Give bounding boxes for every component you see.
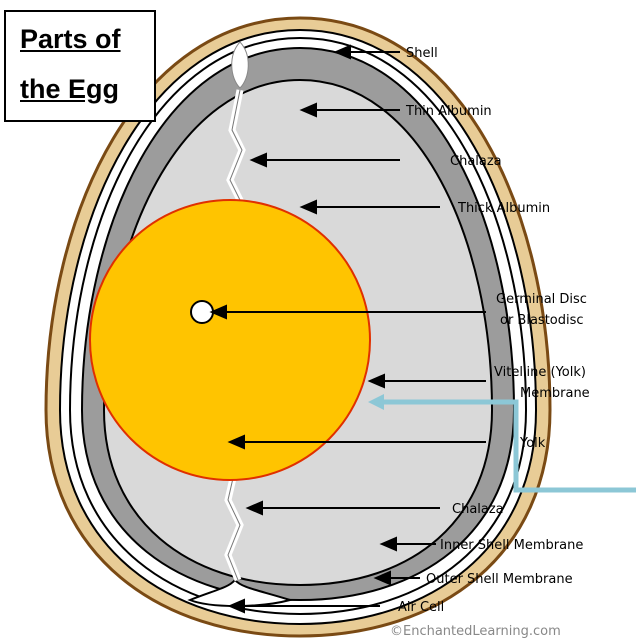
label-chalaza-top: Chalaza — [450, 154, 502, 169]
label-air-cell: Air Cell — [398, 600, 444, 615]
label-germinal-1: Germinal Disc — [496, 292, 587, 307]
label-vitelline-2: Membrane — [520, 386, 590, 401]
label-yolk: Yolk — [519, 436, 546, 451]
label-outer-membrane: Outer Shell Membrane — [426, 572, 573, 587]
label-germinal-2: or Blastodisc — [500, 313, 584, 328]
label-thin-albumin: Thin Albumin — [405, 104, 492, 119]
label-shell: Shell — [406, 46, 438, 61]
label-thick-albumin: Thick Albumin — [457, 201, 550, 216]
label-chalaza-bottom: Chalaza — [452, 502, 504, 517]
title-line-2: the Egg — [20, 74, 119, 105]
label-inner-membrane: Inner Shell Membrane — [440, 538, 583, 553]
title-line-1: Parts of — [20, 24, 121, 55]
credit-text: ©EnchantedLearning.com — [390, 624, 561, 639]
yolk — [90, 200, 370, 480]
label-vitelline-1: Vitelline (Yolk) — [494, 365, 586, 380]
title-box: Parts of the Egg — [4, 10, 156, 122]
